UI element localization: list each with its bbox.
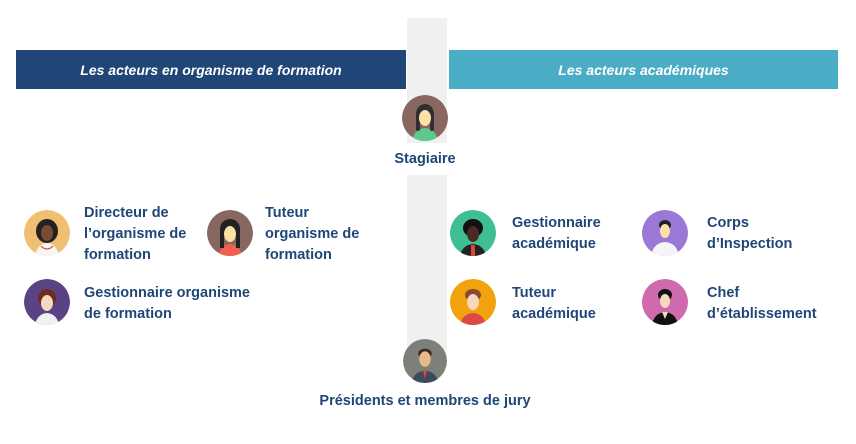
tuteur-academique-label: Tuteur académique: [512, 285, 596, 322]
gestionnaire-academique-label: Gestionnaire académique: [512, 215, 601, 252]
directeur-avatar-icon: [24, 210, 70, 256]
banner-acteurs-academiques: Les acteurs académiques: [449, 50, 838, 89]
tuteur-organisme-avatar-icon: [207, 210, 253, 256]
center-bar-bottom: [407, 175, 447, 365]
directeur-label: Directeur de l’organisme de formation: [84, 205, 187, 263]
corps-inspection-avatar-icon: [642, 210, 688, 256]
stagiaire-avatar-icon: [402, 95, 448, 141]
corps-inspection-label: Corps d’Inspection: [707, 215, 793, 252]
gestionnaire-organisme-label: Gestionnaire organisme de formation: [84, 285, 250, 322]
chef-etablissement-avatar-icon: [642, 279, 688, 325]
banner-organisme-formation: Les acteurs en organisme de formation: [16, 50, 406, 89]
jury-avatar-icon: [403, 339, 447, 383]
tuteur-academique-avatar-icon: [450, 279, 496, 325]
jury-label: Présidents et membres de jury: [319, 393, 531, 409]
gestionnaire-academique-avatar-icon: [450, 210, 496, 256]
tuteur-organisme-label: Tuteur organisme de formation: [265, 205, 360, 263]
stagiaire-label: Stagiaire: [394, 151, 456, 167]
gestionnaire-organisme-avatar-icon: [24, 279, 70, 325]
chef-etablissement-label: Chef d’établissement: [707, 285, 817, 322]
